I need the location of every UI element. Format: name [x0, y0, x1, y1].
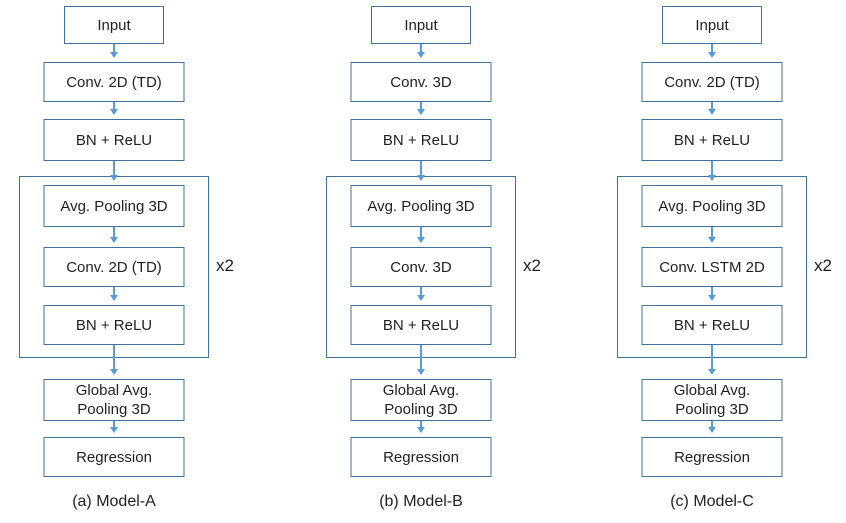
node-regression: Regression	[350, 437, 492, 477]
down-arrow-icon	[711, 287, 713, 299]
node-conv-1: Conv. 3D	[350, 62, 492, 102]
repeat-count-label: x2	[814, 256, 832, 275]
node-input: Input	[64, 6, 164, 44]
node-avg-pooling: Avg. Pooling 3D	[43, 185, 185, 227]
down-arrow-icon	[113, 227, 115, 241]
node-label-line: Global Avg.	[673, 382, 751, 399]
node-bn-relu-2: BN + ReLU	[43, 305, 185, 345]
node-label-line: Global Avg.	[75, 382, 153, 399]
node-conv-2: Conv. 2D (TD)	[43, 247, 185, 287]
node-global-avg-pooling: Global Avg. Pooling 3D	[641, 379, 783, 421]
down-arrow-icon	[711, 44, 713, 56]
node-label-line: Pooling 3D	[384, 401, 458, 418]
down-arrow-icon	[711, 161, 713, 179]
repeat-count-label: x2	[523, 256, 541, 275]
node-label-line: Pooling 3D	[675, 401, 749, 418]
node-bn-relu-1: BN + ReLU	[43, 119, 185, 161]
column-caption: (a) Model-A	[72, 493, 156, 510]
down-arrow-icon	[711, 421, 713, 431]
node-conv-2: Conv. 3D	[350, 247, 492, 287]
node-avg-pooling: Avg. Pooling 3D	[641, 185, 783, 227]
model-b-column: Input Conv. 3D BN + ReLU Avg. Pooling 3D…	[326, 0, 541, 523]
down-arrow-icon	[420, 421, 422, 431]
down-arrow-icon	[420, 345, 422, 373]
node-regression: Regression	[43, 437, 185, 477]
down-arrow-icon	[711, 102, 713, 113]
down-arrow-icon	[113, 287, 115, 299]
down-arrow-icon	[711, 345, 713, 373]
node-input: Input	[662, 6, 762, 44]
model-c-column: Input Conv. 2D (TD) BN + ReLU Avg. Pooli…	[617, 0, 832, 523]
down-arrow-icon	[420, 287, 422, 299]
down-arrow-icon	[711, 227, 713, 241]
down-arrow-icon	[420, 161, 422, 179]
node-conv-1: Conv. 2D (TD)	[43, 62, 185, 102]
down-arrow-icon	[420, 44, 422, 56]
node-input: Input	[371, 6, 471, 44]
node-conv-lstm: Conv. LSTM 2D	[641, 247, 783, 287]
down-arrow-icon	[113, 345, 115, 373]
node-bn-relu-2: BN + ReLU	[350, 305, 492, 345]
node-bn-relu-1: BN + ReLU	[641, 119, 783, 161]
node-bn-relu-2: BN + ReLU	[641, 305, 783, 345]
node-avg-pooling: Avg. Pooling 3D	[350, 185, 492, 227]
node-global-avg-pooling: Global Avg. Pooling 3D	[350, 379, 492, 421]
model-a-column: Input Conv. 2D (TD) BN + ReLU Avg. Pooli…	[19, 0, 234, 523]
node-bn-relu-1: BN + ReLU	[350, 119, 492, 161]
node-global-avg-pooling: Global Avg. Pooling 3D	[43, 379, 185, 421]
down-arrow-icon	[113, 102, 115, 113]
down-arrow-icon	[113, 44, 115, 56]
down-arrow-icon	[420, 102, 422, 113]
down-arrow-icon	[113, 421, 115, 431]
column-caption: (b) Model-B	[379, 493, 463, 510]
node-label-line: Pooling 3D	[77, 401, 151, 418]
node-conv-1: Conv. 2D (TD)	[641, 62, 783, 102]
node-label-line: Global Avg.	[382, 382, 460, 399]
down-arrow-icon	[113, 161, 115, 179]
column-caption: (c) Model-C	[670, 493, 754, 510]
node-regression: Regression	[641, 437, 783, 477]
down-arrow-icon	[420, 227, 422, 241]
repeat-count-label: x2	[216, 256, 234, 275]
